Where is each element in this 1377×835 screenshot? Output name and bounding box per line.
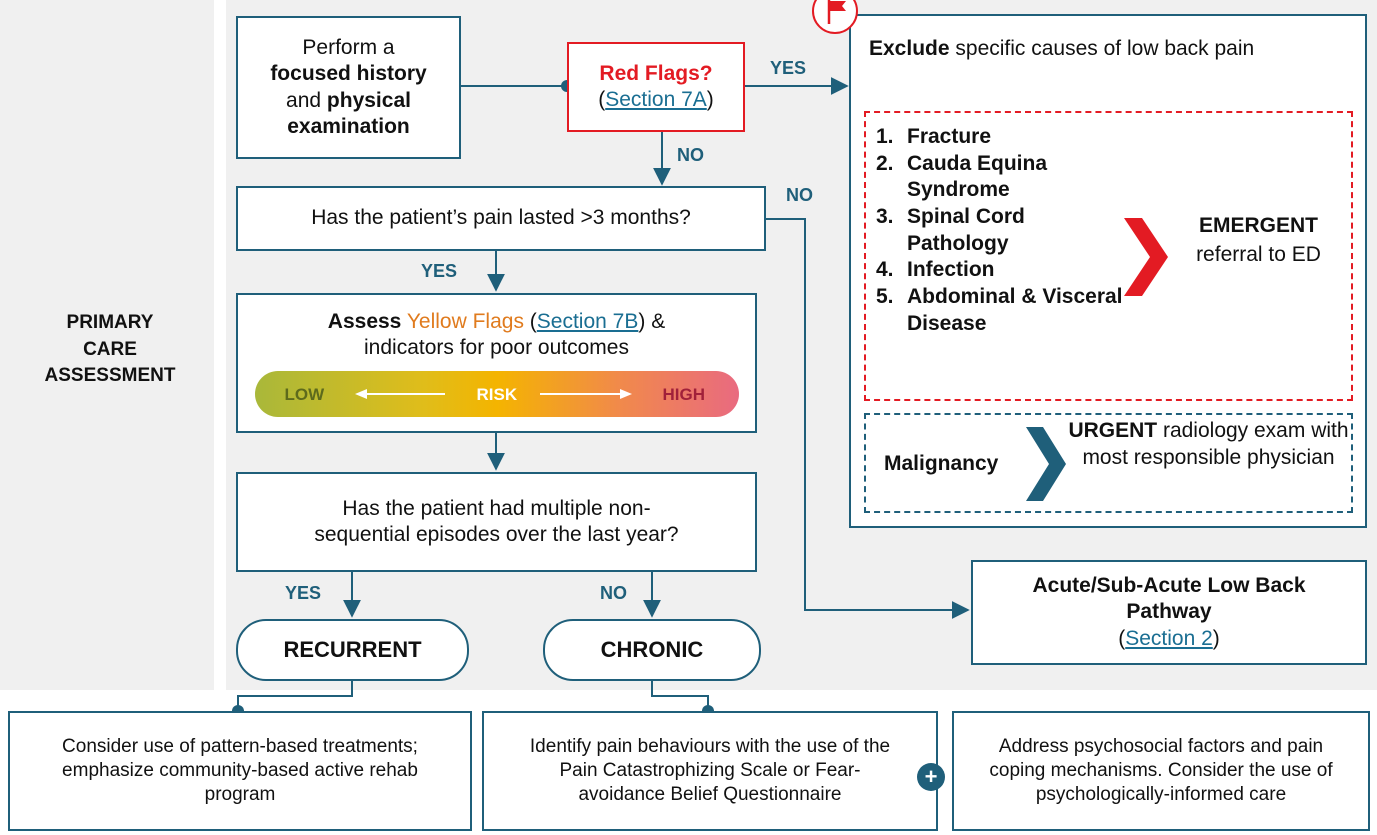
risk-low-label: LOW — [284, 384, 325, 404]
recurrent-care-box: Consider use of pattern-based treatments… — [8, 711, 472, 831]
pain-no-arrow — [766, 218, 970, 619]
acute-pathway-box: Acute/Sub-Acute Low Back Pathway (Sectio… — [971, 560, 1367, 665]
blue-chevron-icon — [1026, 427, 1066, 501]
red-chevron-icon — [1124, 218, 1168, 296]
chronic-connector — [651, 681, 709, 711]
chronic-pill: CHRONIC — [543, 619, 761, 681]
risk-mid-label: RISK — [476, 384, 518, 404]
yellow-flags-text: Yellow Flags — [406, 310, 524, 333]
risk-bar: LOW RISK HIGH — [254, 370, 739, 417]
chronic-care-box: Identify pain behaviours with the use of… — [482, 711, 938, 831]
section-7b-link[interactable]: Section 7B — [536, 310, 639, 333]
recurrent-connector — [237, 681, 353, 711]
left-panel — [0, 0, 214, 690]
left-arrow-icon — [354, 388, 445, 399]
section-2-link[interactable]: Section 2 — [1125, 626, 1213, 650]
list-item: 5.Abdominal & Visceral Disease — [876, 284, 1123, 335]
episodes-question: Has the patient had multiple non- sequen… — [236, 472, 757, 572]
causes-list: 1.Fracture 2.Cauda Equina Syndrome 3.Spi… — [876, 124, 1126, 337]
list-item: 1.Fracture — [876, 125, 992, 148]
label-no: NO — [600, 583, 627, 603]
assess-yellow-flags-box: Assess Yellow Flags (Section 7B) & indic… — [236, 293, 757, 433]
malignancy-label: Malignancy — [884, 452, 999, 475]
exclude-causes-box: Exclude specific causes of low back pain… — [849, 14, 1367, 528]
emergent-causes-panel: 1.Fracture 2.Cauda Equina Syndrome 3.Spi… — [864, 111, 1353, 401]
label-no: NO — [677, 145, 704, 165]
urgent-panel: Malignancy URGENT radiology exam with mo… — [864, 413, 1353, 513]
plus-icon: + — [917, 763, 945, 791]
risk-high-label: HIGH — [662, 384, 706, 404]
emergent-referral: EMERGENT referral to ED — [1196, 214, 1321, 267]
psychosocial-care-box: Address psychosocial factors and pain co… — [952, 711, 1370, 831]
red-flags-box: Red Flags? (Section 7A) — [567, 42, 745, 132]
label-yes: YES — [421, 261, 458, 281]
right-arrow-icon — [539, 388, 632, 399]
recurrent-pill: RECURRENT — [236, 619, 469, 681]
section-7a-link[interactable]: Section 7A — [605, 88, 707, 111]
red-flag-icon — [812, 0, 858, 34]
pain-duration-question: Has the patient’s pain lasted >3 months? — [236, 186, 766, 251]
history-exam-box: Perform a focused history and physical e… — [236, 16, 461, 159]
label-yes: YES — [285, 583, 322, 603]
urgent-referral: URGENT radiology exam with most responsi… — [1068, 419, 1349, 470]
label-yes: YES — [770, 58, 807, 78]
section-title: PRIMARY CARE ASSESSMENT — [44, 312, 176, 387]
list-item: 2.Cauda Equina Syndrome — [876, 151, 1048, 202]
label-no: NO — [786, 185, 813, 205]
exclude-heading: Exclude specific causes of low back pain — [869, 37, 1255, 60]
list-item: 4.Infection — [876, 258, 995, 282]
list-item: 3.Spinal Cord Pathology — [876, 204, 1025, 255]
